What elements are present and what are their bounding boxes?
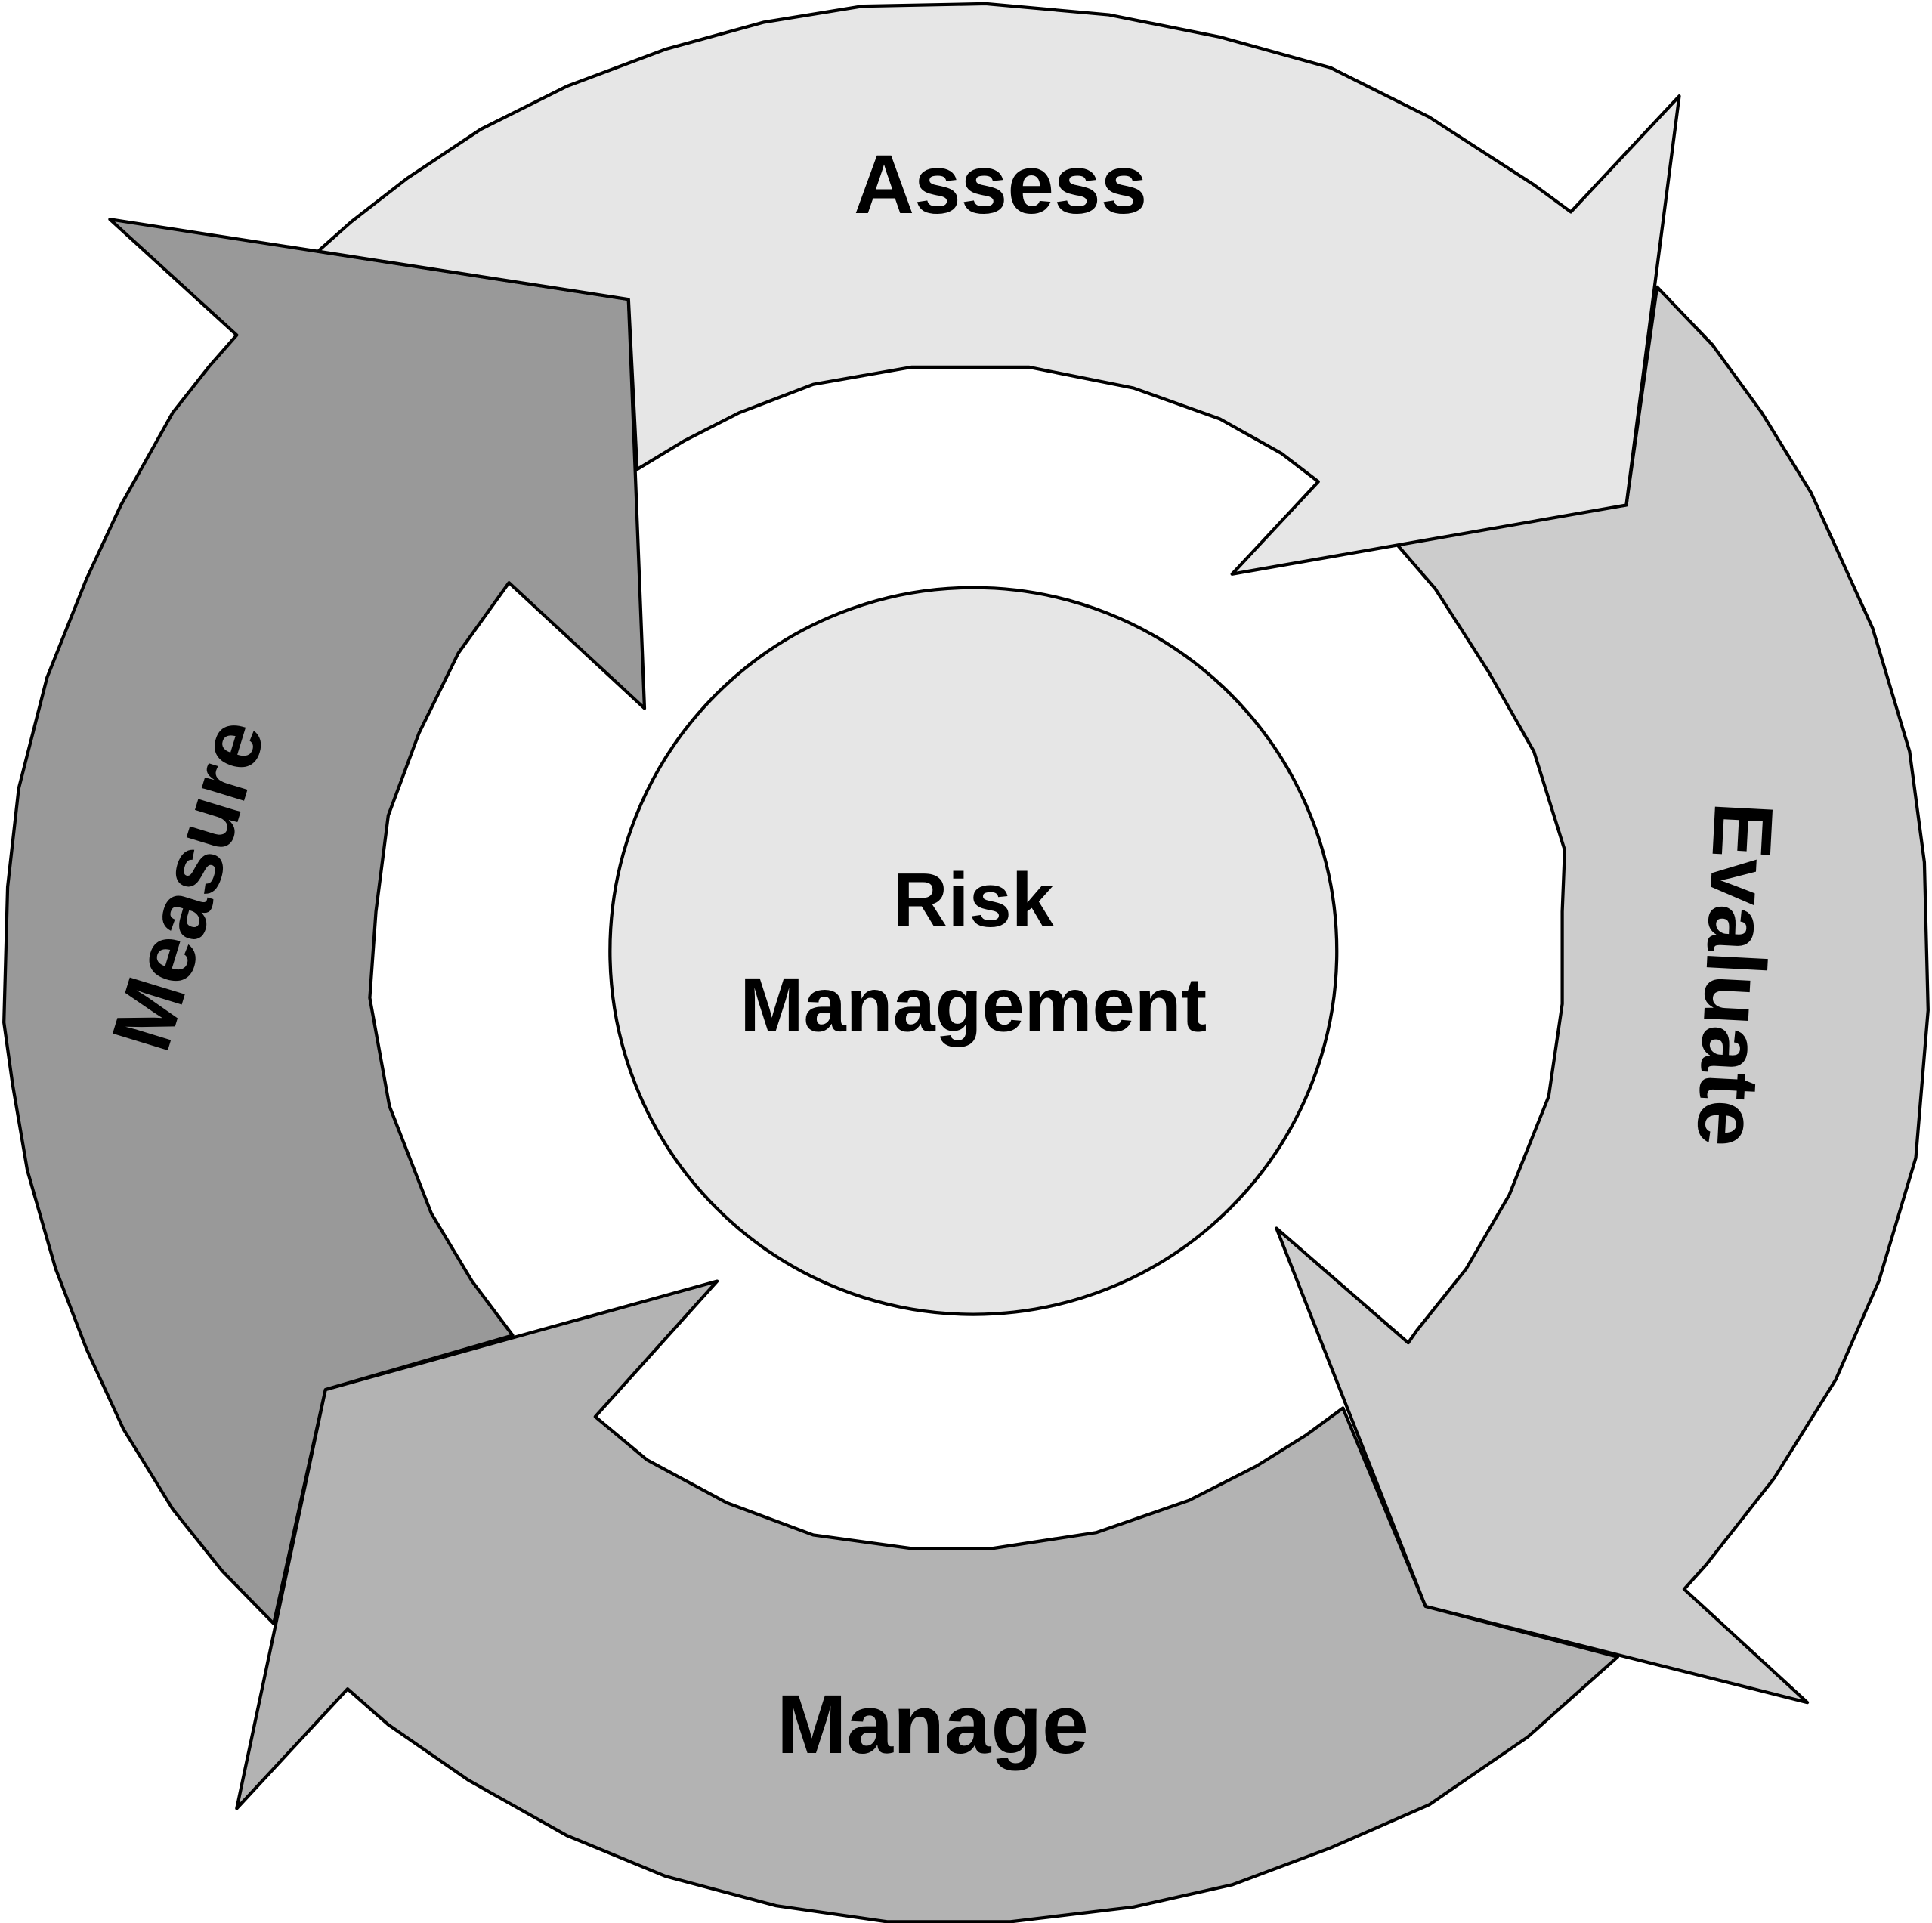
assess-arrow [316, 2, 1681, 576]
center-label-risk: Risk [893, 858, 1055, 943]
center-circle [608, 586, 1339, 1316]
manage-label: Manage [777, 1678, 1089, 1771]
measure-arrow [2, 218, 647, 1625]
evaluate-label: Evaluate [1679, 800, 1790, 1149]
manage-arrow [235, 1279, 1620, 1923]
center-label-management: Management [740, 963, 1207, 1048]
assess-label: Assess [854, 138, 1147, 231]
evaluate-arrow [1275, 285, 1930, 1705]
